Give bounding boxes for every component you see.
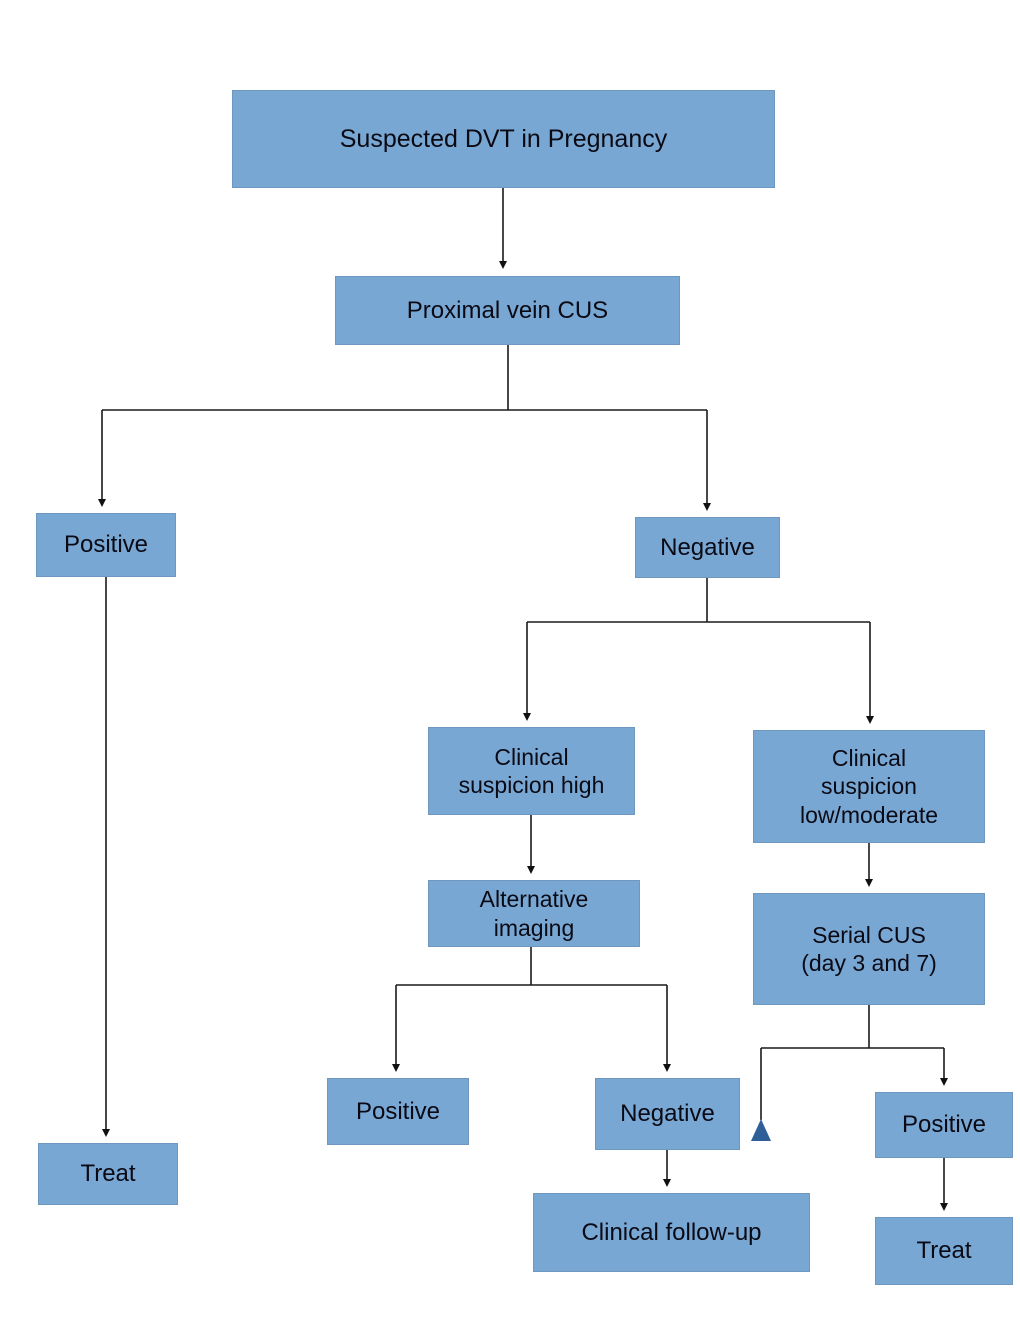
node-negative-alternative-imaging[interactable]: Negative <box>595 1078 740 1150</box>
node-positive-proximal-cus[interactable]: Positive <box>36 513 176 577</box>
node-clinical-suspicion-high[interactable]: Clinical suspicion high <box>428 727 635 815</box>
node-positive-alternative-imaging[interactable]: Positive <box>327 1078 469 1145</box>
node-clinical-follow-up[interactable]: Clinical follow-up <box>533 1193 810 1272</box>
node-serial-cus[interactable]: Serial CUS (day 3 and 7) <box>753 893 985 1005</box>
node-negative-proximal-cus[interactable]: Negative <box>635 517 780 578</box>
node-suspected-dvt-in-pregnancy[interactable]: Suspected DVT in Pregnancy <box>232 90 775 188</box>
node-proximal-vein-cus[interactable]: Proximal vein CUS <box>335 276 680 345</box>
node-alternative-imaging[interactable]: Alternative imaging <box>428 880 640 947</box>
node-treat-right[interactable]: Treat <box>875 1217 1013 1285</box>
node-positive-serial-cus[interactable]: Positive <box>875 1092 1013 1158</box>
node-treat-left[interactable]: Treat <box>38 1143 178 1205</box>
node-clinical-suspicion-low-moderate[interactable]: Clinical suspicion low/moderate <box>753 730 985 843</box>
